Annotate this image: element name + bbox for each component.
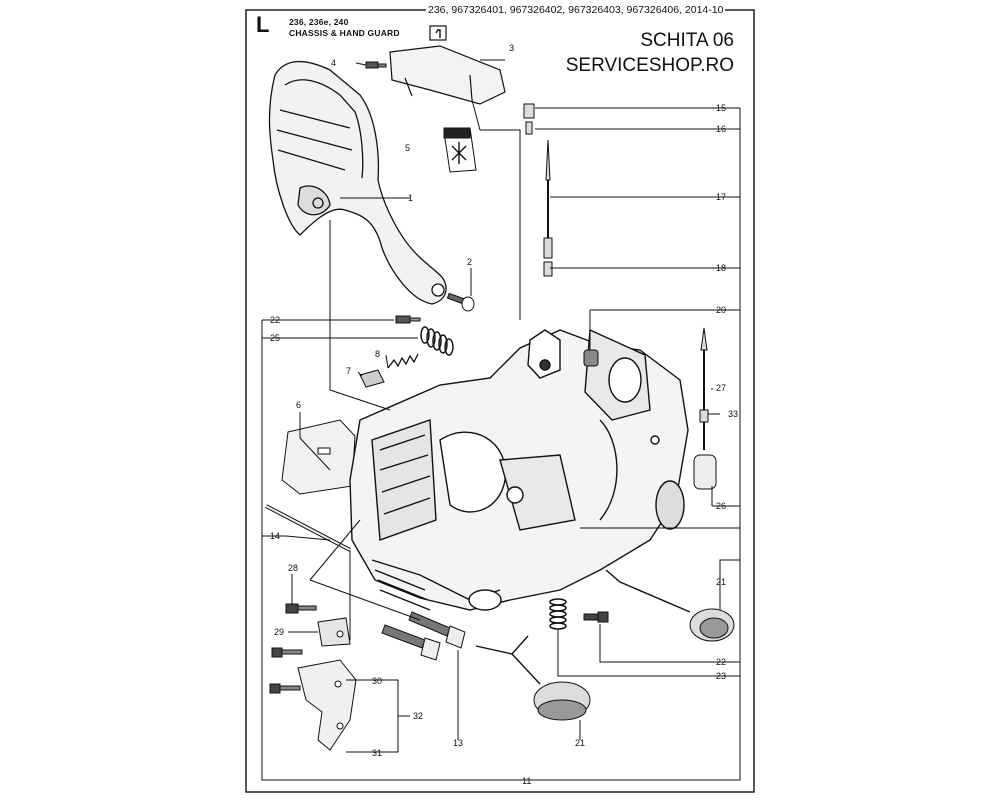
callout-22-bottom: 22 bbox=[716, 657, 726, 667]
callout-2: 2 bbox=[467, 257, 472, 267]
page-letter: L bbox=[256, 12, 270, 37]
shop-label: SERVICESHOP.RO bbox=[565, 55, 734, 76]
callout-27: 27 bbox=[716, 383, 726, 393]
pad-shape bbox=[359, 369, 385, 388]
cap-shape-fuel bbox=[605, 569, 735, 642]
callout-18: 18 bbox=[716, 263, 726, 273]
callout-29: 29 bbox=[274, 627, 284, 637]
callout-33: 33 bbox=[728, 409, 738, 419]
callout-13: 13 bbox=[453, 738, 463, 748]
reference-line: 236, 967326401, 967326402, 967326403, 96… bbox=[426, 4, 726, 16]
part-callouts: 1 2 3 4 5 6 7 8 11 13 14 15 16 17 18 20 … bbox=[270, 43, 738, 786]
spring-shape-25 bbox=[420, 326, 454, 356]
spring-shape-8 bbox=[387, 353, 419, 369]
callout-21-fuel-cap: 21 bbox=[716, 577, 726, 587]
chassis-shape bbox=[349, 328, 689, 611]
badge-shape bbox=[443, 127, 477, 173]
screw-shape-22a bbox=[395, 315, 421, 324]
schita-label: SCHITA 06 bbox=[640, 30, 734, 51]
valve-assembly-shape bbox=[523, 103, 553, 277]
callout-6: 6 bbox=[296, 400, 301, 410]
bracket-shape-29 bbox=[317, 617, 351, 647]
callout-21-oil-cap: 21 bbox=[575, 738, 585, 748]
plate-shape bbox=[281, 419, 356, 495]
model-list: 236, 236e, 240 bbox=[289, 17, 349, 27]
leader-lines bbox=[261, 59, 741, 781]
catcher-plate-shape bbox=[297, 659, 357, 751]
filter-assembly-shape bbox=[693, 327, 717, 490]
callout-31: 31 bbox=[372, 748, 382, 758]
callout-20: 20 bbox=[716, 305, 726, 315]
callout-32: 32 bbox=[413, 711, 423, 721]
callout-17: 17 bbox=[716, 192, 726, 202]
callout-23: 23 bbox=[716, 671, 726, 681]
hand-guard-shape bbox=[268, 60, 447, 305]
callout-4: 4 bbox=[331, 58, 336, 68]
callout-5: 5 bbox=[405, 143, 410, 153]
callout-25: 25 bbox=[270, 333, 280, 343]
callout-22-top: 22 bbox=[270, 315, 280, 325]
screw-shape-4 bbox=[365, 61, 387, 69]
manual-icon bbox=[429, 25, 447, 41]
bracket-shape bbox=[389, 45, 506, 105]
callout-15: 15 bbox=[716, 103, 726, 113]
section-title: CHASSIS & HAND GUARD bbox=[289, 28, 400, 38]
callout-26: 26 bbox=[716, 501, 726, 511]
callout-7: 7 bbox=[346, 366, 351, 376]
screw-shape-28 bbox=[285, 603, 317, 614]
screw-shape-31 bbox=[269, 647, 303, 694]
bolt-shape-13 bbox=[381, 611, 466, 661]
bushing-shape bbox=[583, 349, 599, 367]
callout-14: 14 bbox=[270, 531, 280, 541]
callout-1: 1 bbox=[408, 193, 413, 203]
screw-shape-2 bbox=[446, 292, 475, 312]
callout-30: 30 bbox=[372, 676, 382, 686]
callout-8: 8 bbox=[375, 349, 380, 359]
screw-shape-22b bbox=[583, 611, 609, 623]
callout-3: 3 bbox=[509, 43, 514, 53]
spring-shape-23 bbox=[549, 598, 567, 630]
callout-16: 16 bbox=[716, 124, 726, 134]
callout-11: 11 bbox=[522, 776, 531, 786]
callout-28: 28 bbox=[288, 563, 298, 573]
cap-shape-oil bbox=[475, 635, 591, 721]
